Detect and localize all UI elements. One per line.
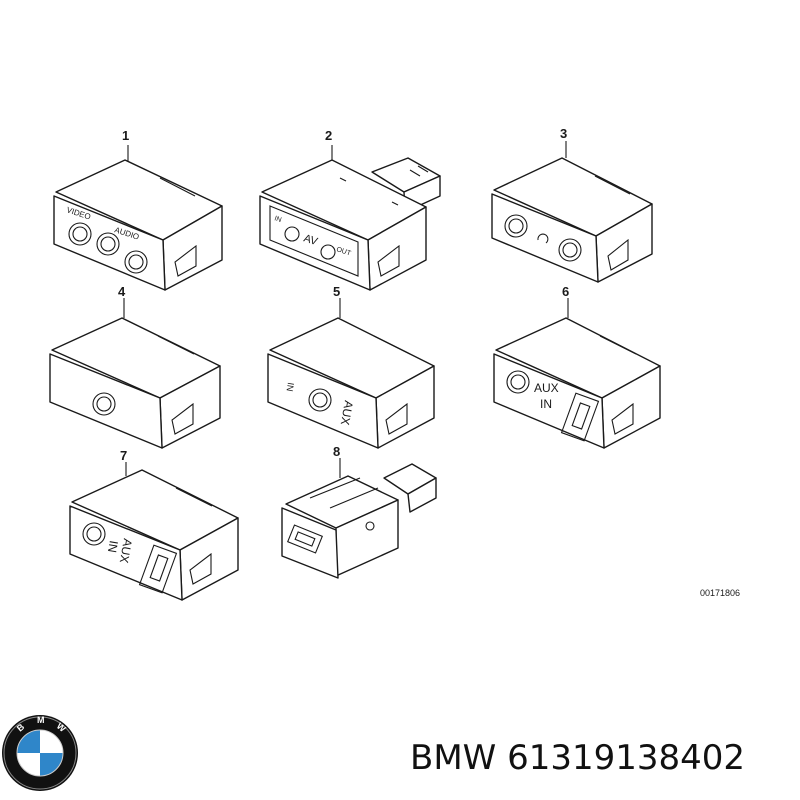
part-2-av-in-out-socket: 2 IN AV OUT [259,128,441,291]
label-in: IN [540,397,552,411]
part-number-2: 2 [325,128,332,143]
part-number-7: 7 [120,448,127,463]
label-av: AV [302,232,320,248]
label-in: IN [284,382,295,393]
part-5-aux-in-socket: 5 IN AUX [267,284,435,449]
label-in: IN [273,215,282,224]
label-in: IN [105,539,121,553]
part-number-caption: BMW 61319138402 [410,738,745,778]
bmw-roundel-logo: B M W [2,715,78,791]
part-number-6: 6 [562,284,569,299]
label-out: OUT [335,246,352,257]
label-aux: AUX [534,381,559,395]
svg-text:B: B [15,721,27,733]
part-number-3: 3 [560,126,567,141]
part-number-5: 5 [333,284,340,299]
label-aux: AUX [338,399,356,426]
part-number-4: 4 [118,284,126,299]
label-aux: AUX [117,537,135,564]
part-number-1: 1 [122,128,129,143]
part-3-headphone-socket: 3 [491,126,653,283]
caption-brand: BMW [410,738,497,778]
drawing-reference-number: 00171806 [700,588,740,598]
part-4-single-socket: 4 [49,284,221,449]
part-number-8: 8 [333,444,340,459]
part-7-aux-in-usb-socket: 7 AUX IN [69,448,239,601]
part-1-video-audio-socket: 1 VIDEO AUDIO [53,128,223,291]
caption-part-number: 61319138402 [507,738,746,778]
svg-text:M: M [37,715,45,725]
part-6-aux-in-usb-socket: 6 AUX IN [493,284,661,449]
part-8-usb-socket: 8 [281,444,437,579]
